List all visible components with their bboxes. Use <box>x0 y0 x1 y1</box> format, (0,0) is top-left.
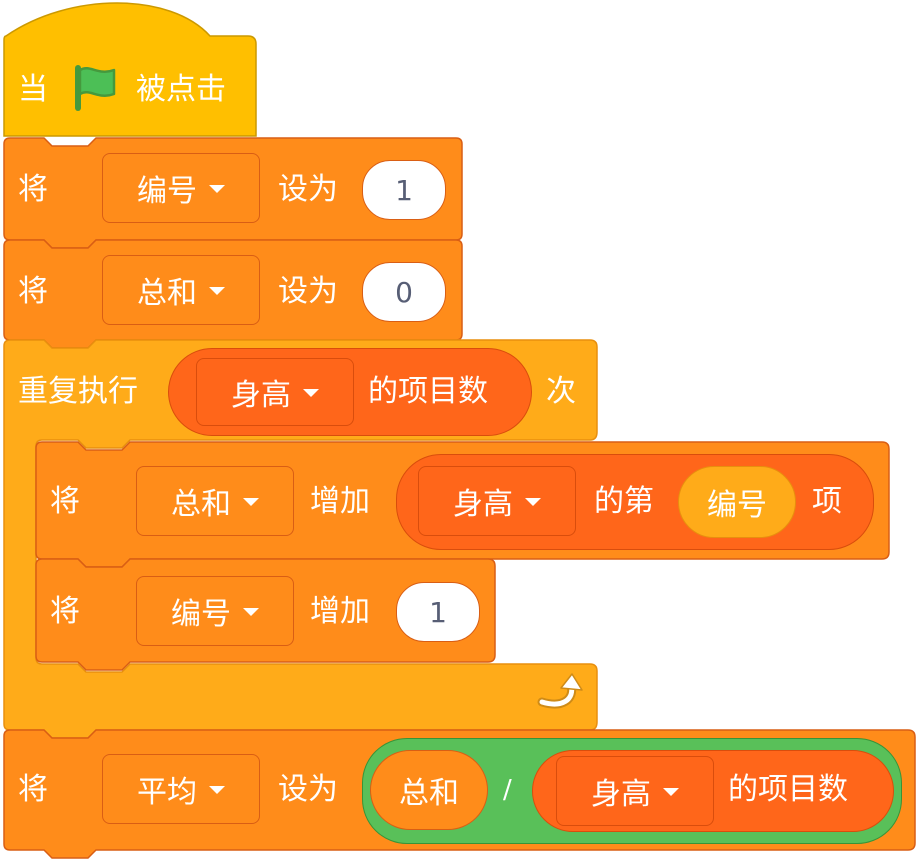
variable-reporter-index[interactable]: 编号 <box>678 466 796 538</box>
variable-dropdown-label: 总和 <box>171 487 231 522</box>
variable-dropdown-label: 编号 <box>137 174 197 209</box>
list-dropdown-label: 身高 <box>591 777 651 812</box>
set-average-action: 设为 <box>278 772 338 807</box>
dropdown-arrow-icon <box>243 498 259 506</box>
divide-operator-label: / <box>503 775 512 805</box>
length-of-label-average: 的项目数 <box>728 772 848 807</box>
variable-dropdown-label: 总和 <box>137 276 197 311</box>
set-index-action: 设为 <box>278 172 338 207</box>
hat-block-when-flag-clicked[interactable] <box>3 2 257 137</box>
set-average-verb: 将 <box>18 772 48 807</box>
value-input-1[interactable]: 1 <box>362 160 446 220</box>
dropdown-arrow-icon <box>243 608 259 616</box>
dropdown-arrow-icon <box>525 498 541 506</box>
dropdown-arrow-icon <box>303 389 319 397</box>
value-input-increment[interactable]: 1 <box>396 582 480 642</box>
set-sum-action: 设为 <box>278 274 338 309</box>
times-label: 次 <box>546 374 576 409</box>
list-dropdown-item[interactable]: 身高 <box>418 466 576 536</box>
list-dropdown-label: 身高 <box>453 487 513 522</box>
change-sum-action: 增加 <box>310 484 370 519</box>
variable-dropdown-label: 平均 <box>137 775 197 810</box>
hat-clicked-label: 被点击 <box>136 72 226 107</box>
variable-dropdown-label: 编号 <box>171 597 231 632</box>
list-dropdown-average[interactable]: 身高 <box>556 756 714 826</box>
variable-dropdown-index-change[interactable]: 编号 <box>136 576 294 646</box>
set-sum-verb: 将 <box>18 274 48 309</box>
set-index-verb: 将 <box>18 172 48 207</box>
dropdown-arrow-icon <box>663 788 679 796</box>
loop-arrow-icon <box>537 673 583 709</box>
variable-dropdown-sum[interactable]: 总和 <box>102 255 260 325</box>
list-dropdown-repeat[interactable]: 身高 <box>196 358 354 426</box>
list-dropdown-label: 身高 <box>231 378 291 413</box>
length-of-label: 的项目数 <box>368 374 488 409</box>
item-suffix-label: 项 <box>812 484 842 519</box>
repeat-label: 重复执行 <box>18 374 138 409</box>
item-of-label: 的第 <box>594 484 654 519</box>
variable-reporter-sum[interactable]: 总和 <box>370 750 488 830</box>
change-index-verb: 将 <box>50 594 80 629</box>
dropdown-arrow-icon <box>209 185 225 193</box>
dropdown-arrow-icon <box>209 287 225 295</box>
hat-when-label: 当 <box>18 72 48 107</box>
variable-dropdown-index[interactable]: 编号 <box>102 153 260 223</box>
variable-dropdown-sum-change[interactable]: 总和 <box>136 466 294 536</box>
change-index-action: 增加 <box>310 594 370 629</box>
green-flag-icon <box>75 65 116 111</box>
value-input-0[interactable]: 0 <box>362 262 446 322</box>
change-sum-verb: 将 <box>50 484 80 519</box>
variable-dropdown-average[interactable]: 平均 <box>102 754 260 824</box>
dropdown-arrow-icon <box>209 786 225 794</box>
